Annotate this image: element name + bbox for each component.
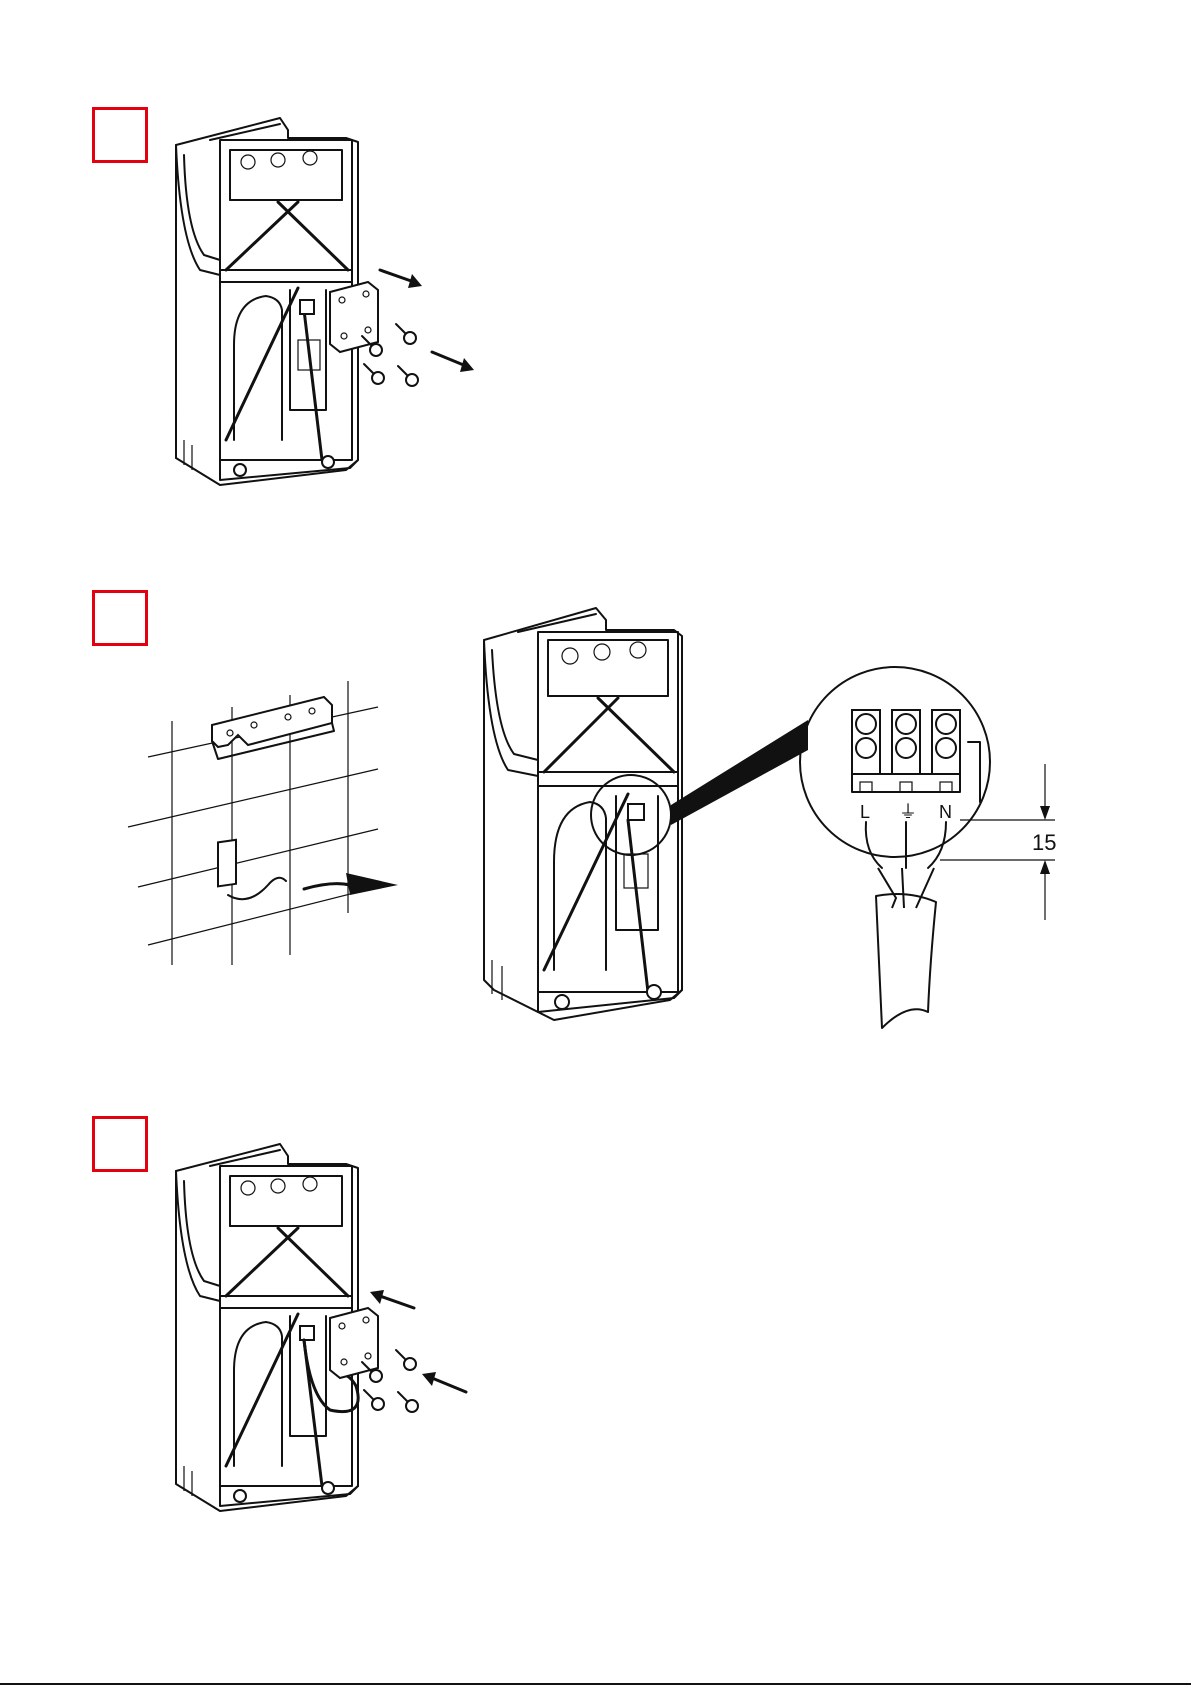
step-1-dryer-illustration xyxy=(170,110,480,520)
mains-cable xyxy=(866,822,946,1028)
step-2-wall-mounting xyxy=(128,675,418,975)
cover-plate[interactable] xyxy=(330,282,378,352)
arrow-to-dryer xyxy=(304,873,398,895)
strip-length-value: 15 xyxy=(1032,830,1056,855)
hand-dryer-body xyxy=(484,608,682,1020)
step-2-dryer-illustration xyxy=(478,600,718,1040)
arrow-push-in-lower xyxy=(422,1372,466,1392)
terminal-label-live: L xyxy=(860,802,870,822)
step-3-marker xyxy=(92,1116,148,1172)
step-1-marker xyxy=(92,107,148,163)
wall-bracket xyxy=(212,697,334,759)
detail-callout-leader xyxy=(671,720,808,825)
cover-plate[interactable] xyxy=(330,1308,378,1378)
terminal-block-detail: L ⏚ N 15 xyxy=(800,672,1070,1042)
cable-outlet xyxy=(218,840,286,899)
terminal-label-earth: ⏚ xyxy=(899,802,917,822)
arrow-pull-out-upper xyxy=(380,270,422,288)
step-2-marker xyxy=(92,590,148,646)
arrow-push-in-upper xyxy=(370,1290,414,1308)
terminal-label-neutral: N xyxy=(939,802,952,822)
step-3-dryer-illustration xyxy=(170,1136,480,1546)
arrow-pull-out-lower xyxy=(432,352,474,372)
terminal-block xyxy=(852,710,980,802)
